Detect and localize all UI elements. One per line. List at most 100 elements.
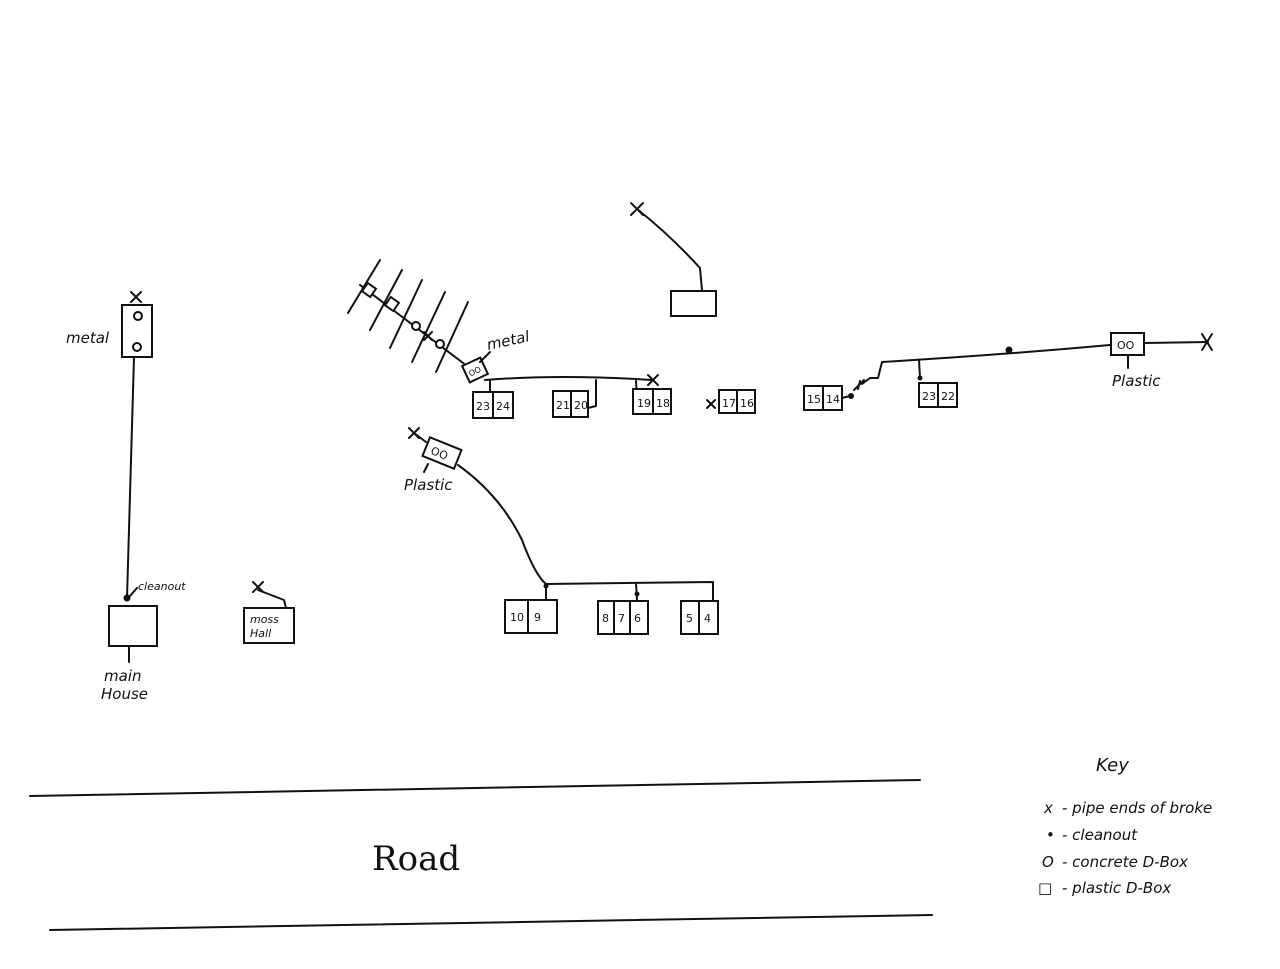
leach-line [411, 291, 446, 363]
inlet-dot [917, 375, 923, 381]
main-house-system: metal cleanout main House [66, 291, 186, 703]
road-edge-line [29, 779, 921, 797]
tank-number: 20 [574, 399, 588, 412]
moss-hall-label: Hall [250, 627, 271, 640]
legend-title: Key [1096, 755, 1129, 776]
pipe-end-x-mark [706, 399, 716, 409]
tank-number: 4 [704, 612, 711, 625]
pipe-line [457, 464, 547, 585]
leach-line [389, 279, 423, 349]
road: Road [29, 779, 933, 931]
pipe-end-x-mark [1201, 333, 1213, 351]
inlet-dot [634, 591, 640, 597]
cleanout-label: cleanout [138, 580, 186, 593]
pipe-line [413, 432, 427, 443]
tank [670, 290, 717, 317]
pipe-end-x-mark [130, 291, 142, 303]
tank-number: 23 [922, 390, 936, 403]
tank-number: 22 [941, 390, 955, 403]
small-d-box [360, 281, 378, 299]
tank-number: 10 [510, 611, 524, 624]
tank-number: 5 [686, 612, 693, 625]
plastic-d-box [421, 436, 463, 470]
tank-number: 14 [826, 393, 840, 406]
septic-tank [597, 600, 649, 635]
drop-line [635, 582, 638, 601]
d-box-outlet-circle [132, 342, 142, 352]
moss-hall-system: moss Hall [243, 581, 295, 644]
leach-field [347, 259, 476, 373]
tank-number: 18 [656, 397, 670, 410]
tank-number: 21 [556, 399, 570, 412]
tank-number: 16 [740, 397, 754, 410]
legend-symbol: □ [1038, 879, 1052, 897]
d-box-outlet-circle [133, 311, 143, 321]
plastic-label: Plastic [1112, 372, 1161, 390]
cleanout-dot [848, 393, 854, 399]
moss-hall-tank [243, 607, 295, 644]
pipe-end-x-mark [647, 374, 659, 386]
septic-tank [504, 599, 558, 634]
metal-d-box [121, 304, 153, 358]
road-edge-line [49, 914, 933, 931]
pipe-line [126, 356, 135, 599]
pointer-line [129, 587, 138, 597]
pipe-end-x-mark [423, 331, 433, 341]
pipe-line [636, 208, 703, 291]
cleanout-dot [1005, 346, 1013, 354]
drop-line [918, 359, 921, 379]
tank-number: 23 [476, 400, 490, 413]
leach-line [369, 269, 403, 331]
pipe-line [545, 581, 714, 601]
metal-label: metal [66, 329, 110, 347]
metal-d-box-system: OO metal 23 24 21 20 19 18 [460, 327, 672, 419]
pointer-line [423, 463, 429, 473]
plastic-label: Plastic [404, 476, 453, 494]
tank-number: 24 [496, 400, 510, 413]
legend-item: - pipe ends of broke [1062, 799, 1212, 817]
main-house-tank [108, 605, 158, 647]
inlet-dot [543, 583, 549, 589]
right-line-system: 15 14 23 22 OO Plastic [803, 332, 1213, 411]
pipe-line [861, 344, 1111, 385]
d-box-outlet-mark: OO [429, 444, 450, 463]
legend-item: - concrete D-Box [1062, 853, 1188, 871]
tank-17-16-group: 17 16 [706, 389, 756, 414]
tank-number: 19 [637, 397, 651, 410]
main-house-label: House [101, 685, 148, 703]
legend-item: - plastic D-Box [1062, 879, 1171, 897]
pipe-end-x-mark [853, 379, 865, 391]
tank-number: 6 [634, 612, 641, 625]
pipe-line [484, 376, 653, 381]
cleanout-dot [123, 594, 131, 602]
leach-line [435, 301, 469, 373]
legend-symbol: x [1043, 799, 1053, 817]
small-d-box [383, 295, 401, 313]
d-box-outlet-mark: OO [1117, 339, 1135, 352]
leach-line [347, 259, 381, 314]
plastic-d-box-system: OO Plastic 10 9 8 7 6 5 4 [404, 427, 719, 635]
legend: Key x - pipe ends of broke • - cleanout … [1038, 755, 1212, 897]
small-d-box [435, 339, 445, 349]
small-d-box [411, 321, 421, 331]
tank-number: 17 [722, 397, 736, 410]
drop-line [587, 379, 597, 409]
pipe-line [257, 589, 287, 609]
tank-number: 8 [602, 612, 609, 625]
legend-symbol: O [1042, 853, 1054, 871]
tank-number: 9 [534, 611, 541, 624]
tank-divider [613, 600, 631, 635]
road-label: Road [372, 839, 460, 879]
legend-item: - cleanout [1062, 826, 1138, 844]
tank-number: 15 [807, 393, 821, 406]
metal-label: metal [485, 327, 532, 354]
top-center-system [630, 202, 717, 317]
tank-number: 7 [618, 612, 625, 625]
pipe-line [1143, 341, 1209, 344]
moss-hall-label: moss [250, 613, 279, 626]
legend-symbol: • [1046, 826, 1055, 844]
metal-d-box [460, 356, 490, 384]
main-house-label: main [104, 667, 141, 685]
pointer-line [479, 351, 491, 363]
